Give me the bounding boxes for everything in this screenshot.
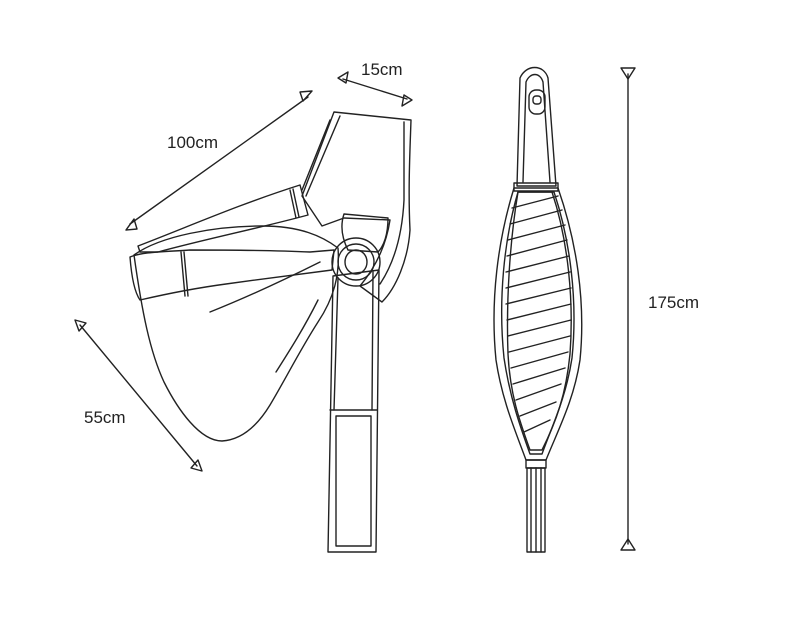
pouch-cuff-band: [129, 249, 335, 301]
strap-inner-edge: [301, 119, 331, 191]
tail-strap: [327, 269, 380, 553]
strap-inner-edge: [379, 121, 405, 285]
buckle-slot: [532, 95, 542, 105]
pouch-depth-label: 55cm: [84, 408, 126, 427]
end-marker-icon: [299, 90, 313, 102]
dimension-strap-width: [337, 71, 413, 107]
sling-worn-view: [129, 111, 412, 553]
striped-panel: [506, 191, 572, 451]
dimension-pouch-depth: [74, 319, 203, 472]
panel-stripes: [505, 195, 572, 433]
cuff-seam-line: [183, 251, 189, 297]
top-tab-inner: [522, 73, 551, 183]
end-marker-icon: [401, 94, 413, 107]
pouch-fold-line: [275, 299, 319, 373]
tail-strap-edge: [333, 277, 339, 411]
dimension-strap-length: [125, 90, 313, 231]
end-marker-icon: [337, 71, 349, 84]
sling-flat-view: [493, 66, 583, 553]
end-marker-icon: [620, 67, 636, 80]
strap-seam-line: [292, 188, 300, 218]
buckle-icon: [528, 89, 546, 115]
tail-strap-window: [335, 415, 372, 547]
end-marker-icon: [190, 459, 203, 472]
body-bottom-band: [525, 459, 547, 469]
body-top-band: [513, 182, 559, 192]
dimension-total-length: [620, 67, 636, 551]
sling-ring-icon: [331, 237, 381, 287]
total-length-label: 175cm: [648, 293, 700, 312]
body-inner: [501, 191, 575, 455]
top-tab: [516, 66, 557, 187]
strap-inner-edge: [305, 115, 341, 197]
end-marker-icon: [74, 319, 87, 332]
end-marker-icon: [125, 218, 138, 231]
back-strap: [137, 184, 309, 253]
strap-seam-line: [289, 189, 297, 219]
strap-length-label: 100cm: [167, 133, 219, 152]
pouch-fold-line: [209, 261, 321, 313]
strap-width-label: 15cm: [361, 60, 403, 79]
cuff-seam-line: [180, 251, 186, 297]
tail-strap-edge: [371, 271, 374, 411]
end-marker-icon: [620, 538, 636, 551]
sling-pouch: [133, 225, 340, 442]
